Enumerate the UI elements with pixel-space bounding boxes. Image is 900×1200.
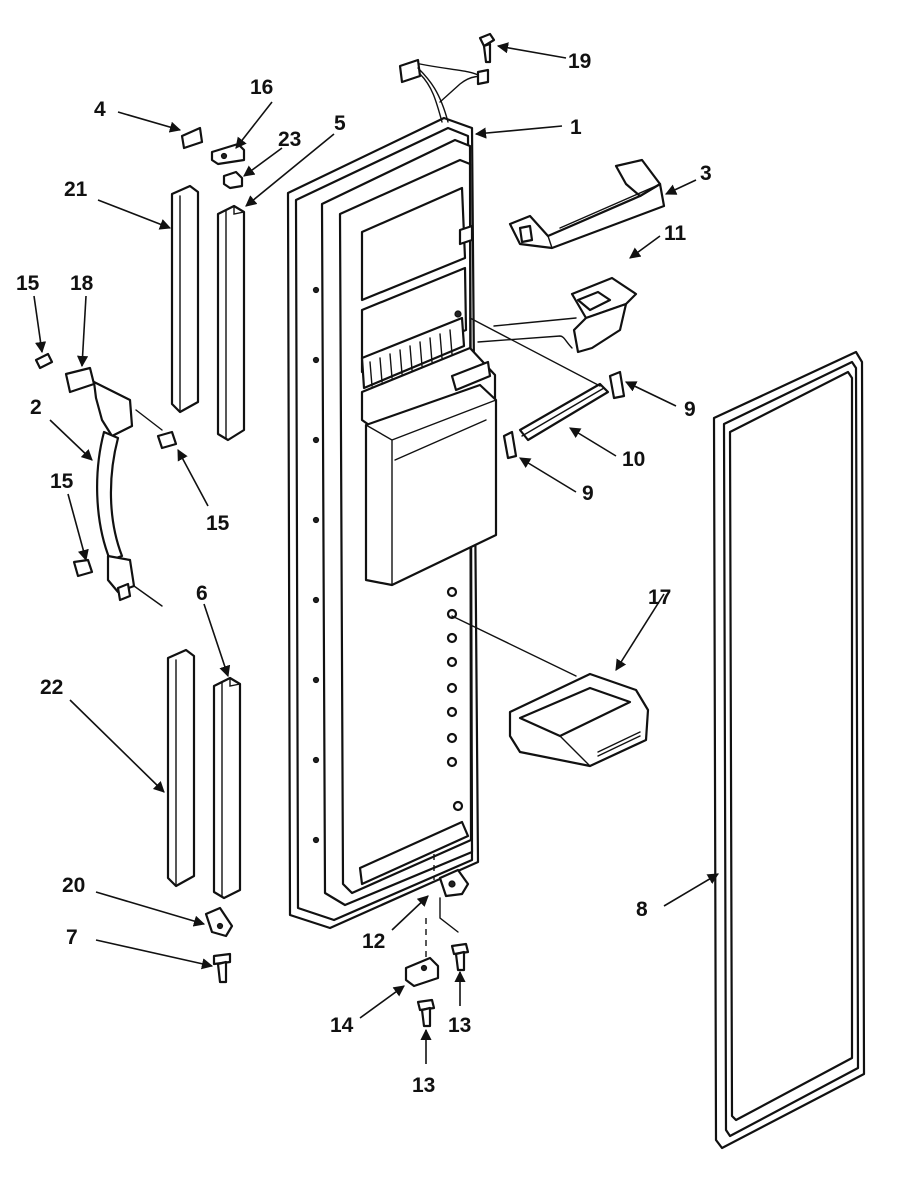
trim-part-22 bbox=[166, 648, 196, 888]
handle-part-2 bbox=[64, 366, 163, 607]
callout-23: 23 bbox=[278, 128, 301, 151]
callout-14: 14 bbox=[330, 1014, 354, 1037]
liner-holes bbox=[446, 586, 458, 768]
callout-9-upper: 9 bbox=[684, 398, 696, 421]
leader-lines bbox=[33, 42, 719, 1064]
callout-3: 3 bbox=[700, 162, 712, 185]
channel-part-5 bbox=[216, 204, 246, 442]
hinge-bracket-part-14 bbox=[404, 956, 440, 988]
clip-part-9-upper bbox=[608, 370, 626, 400]
callout-22: 22 bbox=[40, 676, 63, 699]
screws-part-15 bbox=[34, 352, 178, 578]
rail-part-10 bbox=[469, 317, 610, 442]
hinge-pin-part-12 bbox=[425, 854, 470, 960]
channel-part-6 bbox=[212, 676, 242, 900]
bracket-part-20 bbox=[204, 906, 234, 938]
callout-20: 20 bbox=[62, 874, 85, 897]
callout-7: 7 bbox=[66, 926, 78, 949]
callout-8: 8 bbox=[636, 898, 648, 921]
callout-13-b: 13 bbox=[412, 1074, 435, 1097]
trim-part-21 bbox=[170, 184, 200, 414]
door-liner-part bbox=[286, 116, 498, 930]
screw-part-19 bbox=[478, 32, 496, 64]
callout-12: 12 bbox=[362, 930, 385, 953]
callout-labels: 1 19 3 11 9 10 9 17 8 4 16 23 5 21 15 18… bbox=[16, 50, 712, 1097]
callout-11: 11 bbox=[664, 222, 687, 245]
callout-16: 16 bbox=[250, 76, 273, 99]
callout-15-a: 15 bbox=[16, 272, 40, 295]
callout-9-lower: 9 bbox=[582, 482, 594, 505]
callout-21: 21 bbox=[64, 178, 88, 201]
callout-18: 18 bbox=[70, 272, 94, 295]
clip-part-9-lower bbox=[502, 430, 518, 460]
callout-6: 6 bbox=[196, 582, 208, 605]
callout-15-b: 15 bbox=[206, 512, 230, 535]
door-bin-part-17 bbox=[451, 615, 650, 768]
bracket-part-4 bbox=[180, 126, 204, 150]
callout-19: 19 bbox=[568, 50, 591, 73]
edge-rivets bbox=[312, 286, 320, 844]
callout-15-c: 15 bbox=[50, 470, 74, 493]
callout-13-a: 13 bbox=[448, 1014, 471, 1037]
wire-harness-part bbox=[398, 58, 490, 123]
door-bin-part-3 bbox=[508, 158, 666, 250]
callout-1: 1 bbox=[570, 116, 582, 139]
hinge-part-16 bbox=[210, 142, 246, 166]
callout-2: 2 bbox=[30, 396, 42, 419]
callout-4: 4 bbox=[94, 98, 106, 121]
callout-10: 10 bbox=[622, 448, 645, 471]
callout-17: 17 bbox=[648, 586, 671, 609]
cap-part-23 bbox=[222, 170, 244, 190]
door-gasket-part-8 bbox=[712, 350, 866, 1150]
ice-chute-part-11 bbox=[477, 276, 638, 354]
screw-part-13-lower bbox=[416, 998, 436, 1028]
callout-5: 5 bbox=[334, 112, 346, 135]
screw-part-7 bbox=[212, 952, 232, 984]
screw-part-13-upper bbox=[450, 942, 470, 972]
